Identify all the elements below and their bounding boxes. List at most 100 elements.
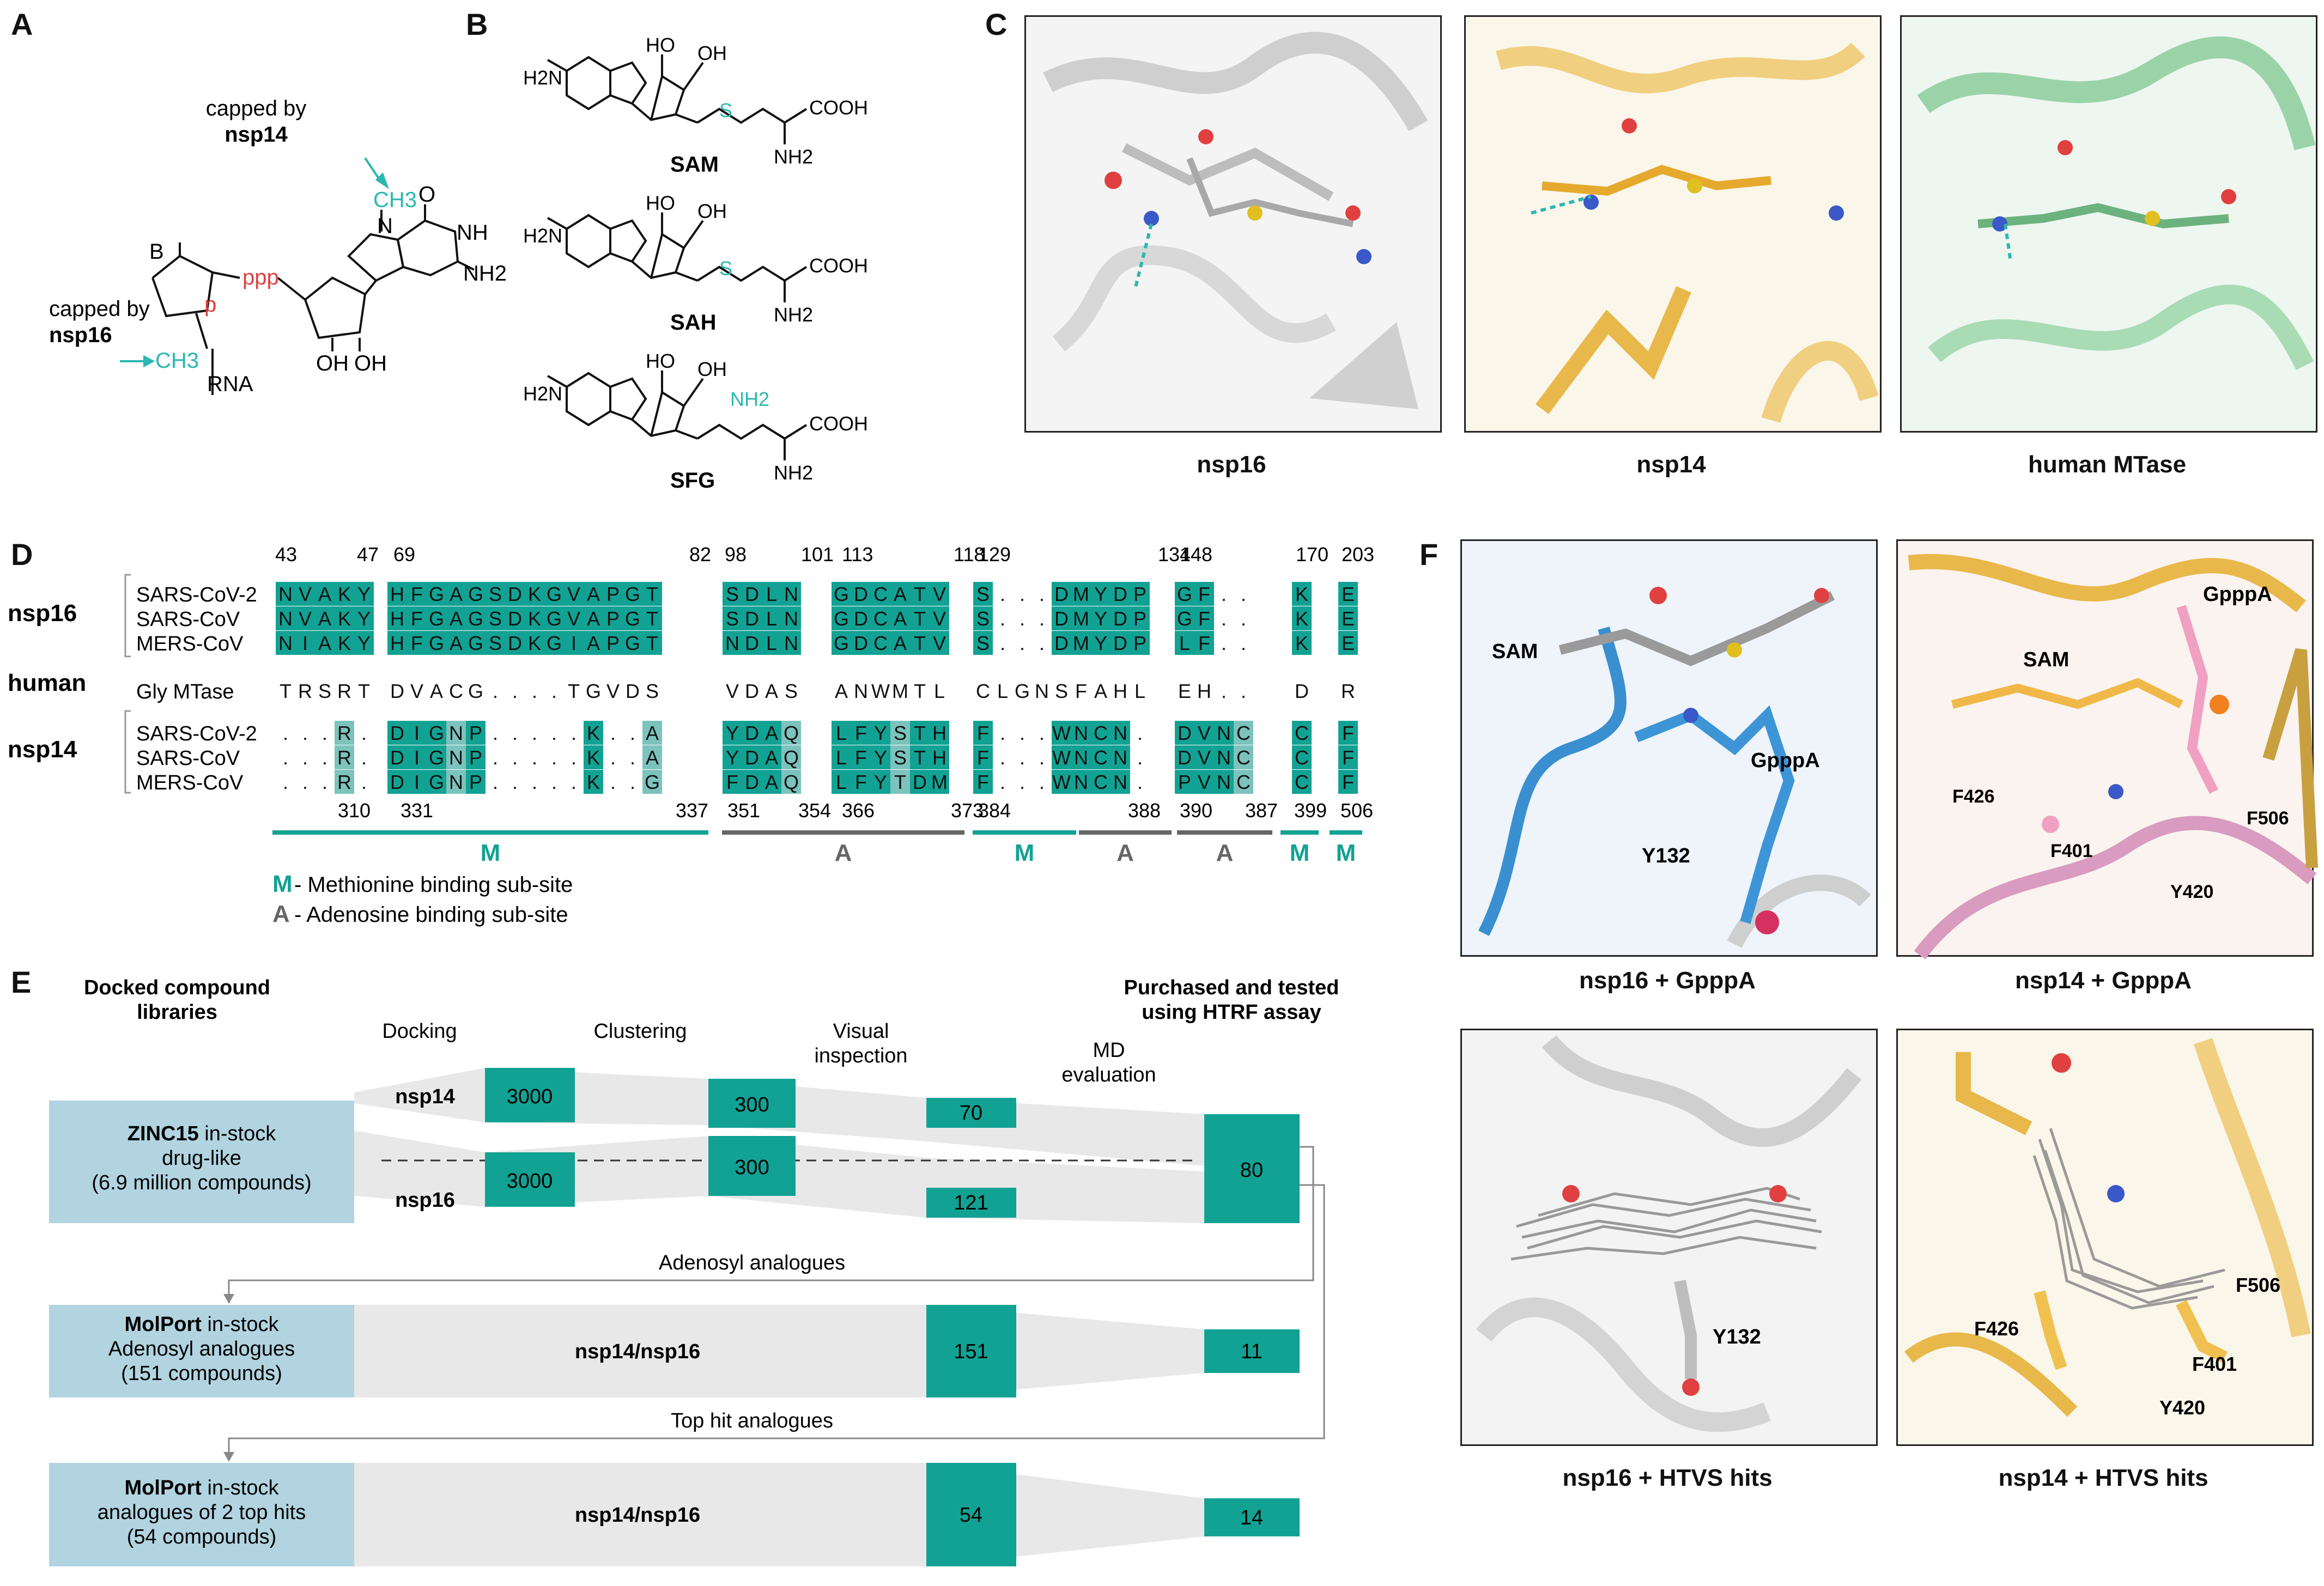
count-nsp14-visual: 70 (960, 1102, 982, 1125)
subsite-letter: M (481, 840, 501, 866)
residue: G (625, 607, 640, 630)
species-label: Gly MTase (136, 680, 234, 703)
f2-label-y420: Y420 (2170, 882, 2213, 902)
residue-highlight (1175, 582, 1194, 606)
bottom-residue-number: 373 (951, 799, 984, 822)
residue: . (283, 746, 288, 769)
residue: D (1178, 746, 1192, 769)
residue: . (571, 771, 577, 793)
residue-highlight (387, 745, 407, 769)
residue: C (449, 680, 463, 702)
residue-highlight (781, 582, 801, 606)
residue: T (914, 746, 926, 769)
residue: V (567, 607, 580, 630)
residue-highlight (642, 721, 662, 745)
top-residue-number: 118 (954, 543, 985, 566)
residue-highlight (742, 606, 762, 630)
residue: I (414, 771, 420, 793)
residue: Y (357, 632, 371, 654)
residue: H (1113, 680, 1127, 702)
residue: . (1020, 607, 1025, 630)
residue: S (894, 746, 907, 769)
residue: . (1020, 583, 1025, 605)
residue: . (532, 722, 537, 744)
sfg-nh2-teal: NH2 (730, 388, 769, 410)
bottom-residue-number: 310 (338, 799, 371, 822)
residue: D (1054, 632, 1069, 654)
header-clustering: Clustering (593, 1020, 687, 1043)
residue: K (587, 771, 600, 793)
residue-highlight (1091, 582, 1111, 606)
residue: . (630, 722, 635, 744)
residue-highlight (1052, 606, 1071, 630)
residue: G (547, 607, 562, 630)
panel-label-b: B (466, 7, 488, 41)
residue: R (337, 771, 351, 793)
nsp16-label: nsp16 (49, 323, 112, 347)
residue-highlight (890, 606, 910, 630)
caption-f-nsp16-htvs: nsp16 + HTVS hits (1562, 1465, 1773, 1491)
ch3-top: CH3 (373, 188, 417, 212)
residue: Y (1094, 583, 1107, 605)
residue: D (1113, 583, 1127, 605)
residue: F (977, 771, 989, 793)
residue: G (834, 607, 849, 630)
residue-highlight (623, 606, 642, 630)
residue-highlight (335, 631, 354, 655)
top-residue-number: 82 (689, 543, 711, 566)
residue: G (468, 583, 483, 605)
residue-highlight (525, 606, 544, 630)
residue: L (836, 722, 847, 744)
residue: . (493, 746, 498, 769)
residue: H (390, 632, 404, 654)
panel-label-f: F (1419, 537, 1439, 572)
residue: A (894, 607, 907, 630)
residue: . (551, 722, 557, 744)
residue-highlight (354, 606, 374, 630)
residue-highlight (1234, 721, 1253, 745)
f1-label-gpppa: GpppA (1751, 749, 1820, 772)
bottom-residue-number: 351 (727, 799, 760, 822)
residue-highlight (427, 721, 446, 745)
nsp14-label: nsp14 (224, 123, 288, 147)
residue: K (338, 632, 351, 654)
top-residue-number: 69 (393, 543, 415, 566)
residue-highlight (354, 582, 374, 606)
residue: D (745, 771, 759, 793)
residue-highlight (642, 770, 662, 794)
base-b-label: B (149, 240, 164, 264)
residue-highlight (1071, 770, 1091, 794)
residue: . (630, 746, 635, 769)
residue-highlight (910, 631, 930, 655)
residue-highlight (387, 606, 407, 630)
count-nsp14-clustering: 300 (735, 1093, 769, 1116)
box-nsp14-docking (485, 1068, 575, 1122)
residue-highlight (642, 582, 662, 606)
residue: A (646, 746, 659, 769)
sfg-oh: OH (697, 358, 727, 380)
target-both-row3: nsp14/nsp16 (575, 1504, 700, 1527)
residue: A (430, 680, 443, 702)
residue-highlight (890, 770, 910, 794)
residue-highlight (642, 606, 662, 630)
residue: P (469, 722, 482, 744)
header-purchased-2: using HTRF assay (1142, 1001, 1321, 1024)
panel-label-a: A (11, 7, 33, 41)
panel-c-nsp16-image (1024, 15, 1442, 433)
top-residue-number: 101 (801, 543, 834, 566)
residue-highlight (1111, 745, 1130, 769)
panel-d-alignment: nsp16 human nsp14 SARS-CoV-2SARS-CoVMERS… (8, 543, 1374, 927)
residue: Y (357, 607, 371, 630)
residue-highlight (335, 770, 354, 794)
count-row3-visual: 54 (960, 1504, 982, 1527)
residue-highlight (890, 721, 910, 745)
residue: S (489, 607, 502, 630)
box-purchased-3 (1204, 1498, 1300, 1536)
residue-highlight (544, 606, 564, 630)
residue-highlight (930, 745, 949, 769)
residue: G (834, 583, 849, 605)
library-box-molport-tophit (49, 1463, 354, 1566)
oh-label-1: OH (316, 351, 349, 375)
residue: . (1000, 746, 1005, 769)
caption-c-nsp14: nsp14 (1636, 451, 1706, 478)
